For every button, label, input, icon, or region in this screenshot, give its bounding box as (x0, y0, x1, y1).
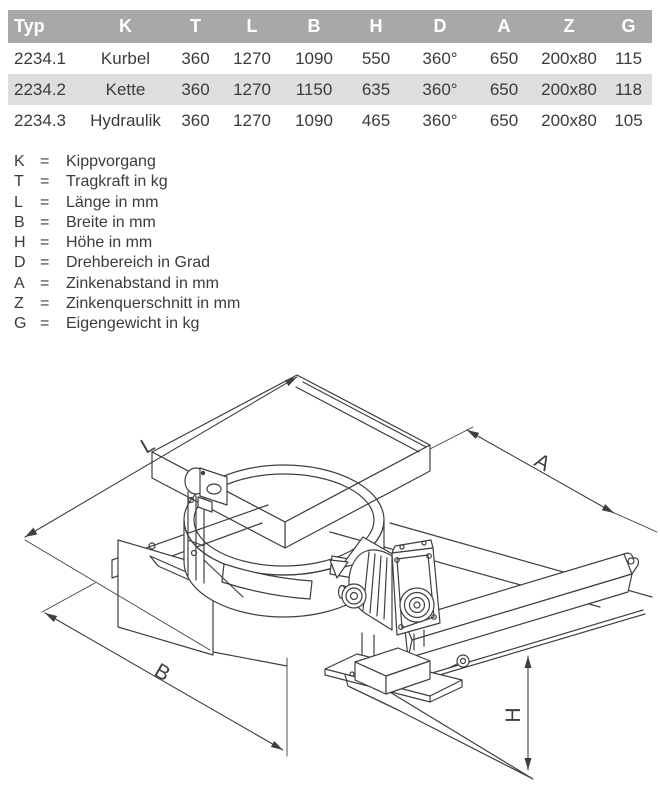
equals-sign: = (40, 234, 50, 252)
legend-letter: G (14, 315, 27, 333)
legend-letter: L (14, 193, 23, 211)
legend-text: Zinkenquerschnitt in mm (66, 295, 241, 313)
abbreviation-legend: K = Kippvorgang T = Tragkraft in kg L = Länge … (14, 152, 240, 335)
col-header-typ: Typ (8, 10, 83, 43)
cell-t: 360 (181, 48, 210, 68)
cell-g: 105 (614, 110, 643, 130)
worm-gearbox (337, 539, 441, 636)
right-fork-bar (397, 552, 640, 659)
legend-item-b: B = Breite in mm (14, 213, 240, 233)
legend-item-k: K = Kippvorgang (14, 152, 240, 172)
cell-h: 550 (361, 48, 391, 68)
cell-t: 360 (168, 74, 223, 105)
cell-l: 1270 (223, 74, 281, 105)
dimension-A (429, 426, 658, 533)
equals-sign: = (40, 213, 50, 231)
cell-k: Kurbel (100, 48, 151, 68)
legend-item-a: A = Zinkenabstand in mm (14, 274, 240, 294)
cell-t: 360 (181, 110, 210, 130)
legend-text: Länge in mm (66, 193, 159, 211)
table-row: 2234.3 Hydraulik 360 1270 1090 465 360° … (8, 105, 652, 136)
equals-sign: = (40, 153, 50, 170)
col-header-l: L (223, 10, 281, 43)
equals-sign: = (40, 274, 50, 292)
console-base (324, 629, 463, 703)
technical-drawing: L A B H (24, 374, 658, 780)
table-row: 2234.1 Kurbel 360 1270 1090 550 360° 650… (8, 43, 652, 74)
legend-text: Kippvorgang (66, 153, 156, 170)
cell-l: 1270 (233, 110, 271, 130)
col-header-d: D (405, 10, 475, 43)
ring-slot-window (221, 563, 313, 600)
legend-text: Tragkraft in kg (66, 173, 168, 191)
cell-g: 118 (605, 74, 652, 105)
cell-d: 360° (422, 48, 458, 68)
col-header-h: H (347, 10, 405, 43)
spec-table: Typ K T L B H D A Z G 2234.1 Kurbel 360 … (8, 10, 652, 136)
equals-sign: = (40, 315, 50, 333)
dimension-B (41, 582, 288, 757)
col-header-g: G (605, 10, 652, 43)
legend-item-l: L = Länge in mm (14, 193, 240, 213)
col-header-t: T (168, 10, 223, 43)
cell-a: 650 (475, 74, 533, 105)
legend-letter: K (14, 153, 25, 170)
legend-letter: Z (14, 295, 24, 313)
legend-text: Breite in mm (66, 213, 156, 231)
cell-b: 1150 (281, 74, 347, 105)
cell-k: Hydraulik (90, 110, 161, 130)
cell-g: 115 (614, 48, 643, 68)
cell-z: 200x80 (541, 110, 597, 130)
legend-letter: D (14, 254, 26, 272)
legend-item-d: D = Drehbereich in Grad (14, 253, 240, 273)
equals-sign: = (40, 295, 50, 313)
cell-a: 650 (489, 110, 519, 130)
cell-d: 360° (405, 74, 475, 105)
cell-d: 360° (422, 110, 458, 130)
cell-l: 1270 (233, 48, 271, 68)
clamp-mechanism (148, 467, 244, 598)
legend-letter: A (14, 274, 25, 292)
legend-item-t: T = Tragkraft in kg (14, 172, 240, 192)
legend-item-h: H = Höhe in mm (14, 233, 240, 253)
table-row: 2234.2 Kette 360 1270 1150 635 360° 650 … (8, 74, 652, 105)
spec-table-header-row: Typ K T L B H D A Z G (8, 10, 652, 43)
cell-b: 1090 (295, 48, 333, 68)
dimension-H (524, 655, 532, 771)
dim-label-h: H (502, 707, 525, 722)
legend-item-z: Z = Zinkenquerschnitt in mm (14, 294, 240, 314)
cell-typ: 2234.1 (14, 48, 66, 68)
cell-h: 635 (347, 74, 405, 105)
legend-text: Zinkenabstand in mm (66, 274, 219, 292)
legend-letter: T (14, 173, 24, 191)
col-header-z: Z (533, 10, 605, 43)
col-header-k: K (83, 10, 168, 43)
dim-label-a: A (530, 449, 554, 476)
cell-a: 650 (489, 48, 519, 68)
cell-b: 1090 (295, 110, 333, 130)
equals-sign: = (40, 173, 50, 191)
cell-typ: 2234.3 (14, 110, 66, 130)
dimension-L (24, 376, 298, 651)
col-header-a: A (475, 10, 533, 43)
cell-z: 200x80 (533, 74, 605, 105)
cell-z: 200x80 (541, 48, 597, 68)
legend-letter: H (14, 234, 26, 252)
legend-text: Drehbereich in Grad (66, 254, 211, 272)
equals-sign: = (40, 254, 50, 272)
legend-letter: B (14, 213, 25, 231)
legend-item-g: G = Eigengewicht in kg (14, 314, 240, 334)
legend-text: Höhe in mm (66, 234, 153, 252)
equals-sign: = (40, 193, 50, 211)
cell-typ: 2234.2 (8, 74, 83, 105)
cell-h: 465 (361, 110, 391, 130)
cell-k: Kette (83, 74, 168, 105)
dim-label-b: B (150, 659, 174, 686)
legend-text: Eigengewicht in kg (66, 315, 200, 333)
output-bore (399, 587, 435, 623)
dimension-lines (24, 376, 658, 771)
col-header-b: B (281, 10, 347, 43)
